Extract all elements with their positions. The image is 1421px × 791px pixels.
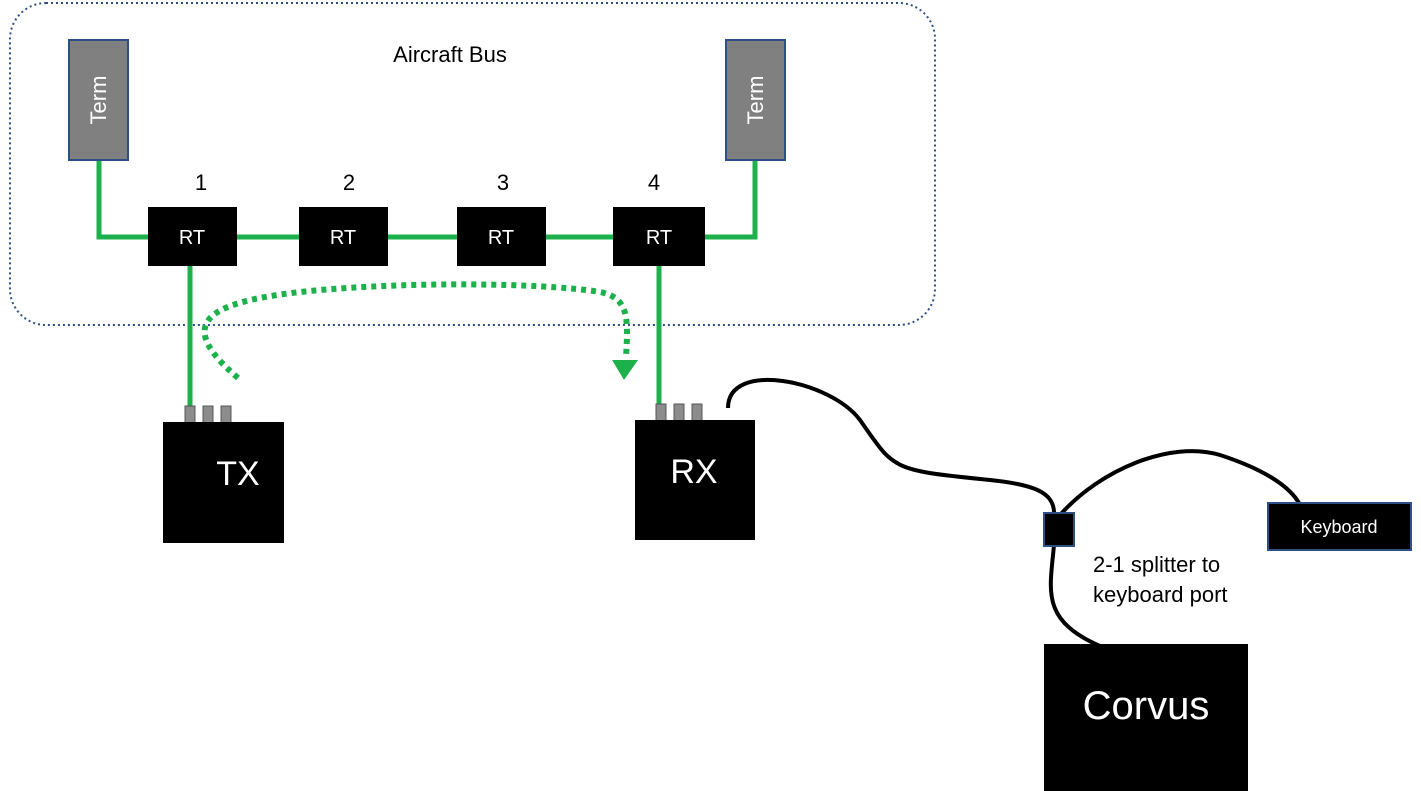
splitter-to-keyboard-cable [1058,449,1302,517]
terminator-right: Term [725,39,786,161]
rt-2-label: RT [330,227,356,249]
tx-connector-1 [184,405,196,424]
tx-connector-3 [220,405,232,424]
transmission-arrowhead [612,360,638,380]
bus-wires [96,160,758,407]
rx-device: RX [635,403,755,540]
splitter [1043,512,1075,547]
rx-to-splitter-cable [726,377,1057,516]
terminator-left: Term [68,39,129,161]
corvus: Corvus [1044,644,1248,791]
rt-1-number: 1 [195,170,207,195]
rt-3: RT [457,207,546,266]
tx-device: TX [163,405,284,543]
keyboard: Keyboard [1267,502,1412,551]
rt-4-number: 4 [648,170,660,195]
tx-connector-2 [202,405,214,424]
terminator-right-label: Term [743,76,768,125]
splitter-to-corvus-cable [1048,544,1101,648]
keyboard-label: Keyboard [1300,517,1377,537]
rt-2: RT [299,207,388,266]
rt-1-label: RT [179,227,205,249]
device-cables [726,377,1302,648]
rt-1: RT [148,207,237,266]
splitter-label-line2: keyboard port [1093,582,1228,607]
left-term-stub [96,160,150,240]
rt-4: RT [613,207,705,266]
rx-connector-2 [673,403,685,422]
aircraft-bus-label: Aircraft Bus [393,42,507,67]
tx-label: TX [216,455,259,493]
splitter-label-line1: 2-1 splitter to [1093,552,1220,577]
rt-3-label: RT [488,227,514,249]
aircraft-bus-boundary [9,2,936,326]
right-term-stub [704,160,758,240]
corvus-label: Corvus [1083,684,1210,728]
rx-connector-1 [655,403,667,422]
rt-2-number: 2 [343,170,355,195]
rx-label: RX [670,453,717,491]
rt-3-number: 3 [497,170,509,195]
transmission-arrow [201,281,630,381]
rx-connector-3 [691,403,703,422]
rt-4-label: RT [646,227,672,249]
terminator-left-label: Term [86,76,111,125]
